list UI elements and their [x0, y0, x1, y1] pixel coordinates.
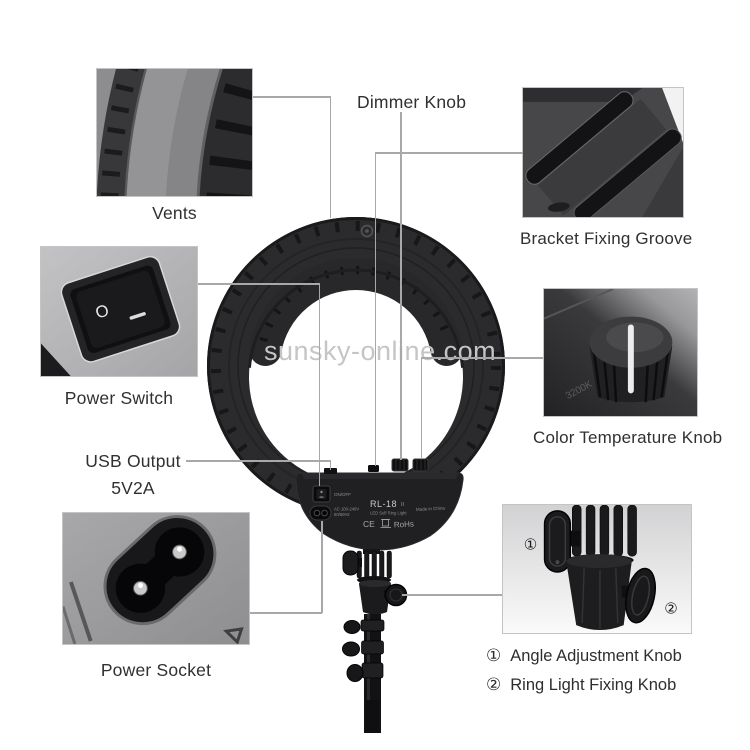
mount-bracket-photo: ① ②	[502, 504, 692, 634]
power-rocker-switch	[312, 485, 331, 503]
ring-badge	[360, 224, 374, 238]
marker-two: ②	[664, 601, 677, 617]
angle-adjustment-knob-photo	[543, 510, 572, 573]
pole-clamp-knob	[343, 620, 361, 634]
switch-i-mark	[129, 312, 146, 320]
molded-arrow-mark	[223, 627, 244, 644]
bracket-fixing-groove-photo	[522, 87, 684, 218]
marker-one: ①	[524, 537, 537, 553]
tripod-stand	[342, 549, 408, 733]
angle-adjustment-knob	[342, 550, 359, 576]
groove-rail	[573, 128, 682, 217]
vents-photo-art	[97, 69, 252, 196]
temp-knob-art: 3200K	[544, 289, 697, 416]
color-temperature-knob-label: Color Temperature Knob	[533, 428, 723, 447]
outer-vent-slots	[211, 221, 501, 511]
annotation-marker: ①	[486, 646, 502, 665]
model-label: RL-18	[370, 499, 397, 509]
control-panel: ON/OFF AC 100-240V 50/60Hz RL-18 II LED …	[295, 458, 464, 551]
groove-floor	[537, 98, 667, 216]
bracket-groove-art	[523, 88, 683, 217]
inner-wall	[249, 258, 463, 366]
rohs-mark: RoHs	[394, 519, 414, 529]
dimmer-knob-label: Dimmer Knob	[357, 92, 467, 112]
annotation-angle-adjustment: ① Angle Adjustment Knob	[486, 646, 682, 666]
annotation-marker: ②	[486, 675, 502, 694]
color-temperature-knob-photo: 3200K	[543, 288, 698, 417]
power-socket-photo	[62, 512, 250, 645]
usb-output-line1: USB Output	[85, 451, 181, 471]
ac-socket	[309, 505, 332, 521]
power-switch-photo: O	[40, 246, 198, 377]
onoff-label: ON/OFF	[334, 492, 351, 497]
mount-cone	[359, 580, 391, 615]
socket-pin	[133, 580, 148, 596]
callout-line-temp-v	[420, 357, 422, 459]
mount-bracket-art: ① ②	[503, 505, 691, 633]
rocker-switch: O	[60, 255, 181, 363]
ring-light	[207, 217, 505, 515]
switch-o-mark: O	[93, 301, 111, 323]
angle-bracket-fins	[356, 550, 392, 579]
model-subtitle: LED Self Ring Light	[370, 511, 407, 516]
color-temp-knob	[412, 458, 429, 472]
annotation-ring-fixing: ② Ring Light Fixing Knob	[486, 675, 676, 695]
vents-photo	[96, 68, 253, 197]
weee-bin-icon	[380, 519, 391, 528]
callout-line-vents-h	[253, 96, 331, 98]
power-socket-label: Power Socket	[100, 660, 212, 680]
ring-light-fixing-knob-photo	[625, 567, 657, 624]
callout-line-temp-h	[421, 357, 543, 359]
knob-indicator-stripe	[627, 324, 634, 394]
usb-port	[324, 468, 337, 474]
ac-rating-line2: 50/60Hz	[334, 512, 350, 517]
socket-pin	[172, 544, 187, 560]
callout-line-bracket-v	[374, 152, 376, 466]
callout-line-bracket-h	[375, 152, 523, 154]
ac-rating-line1: AC 100-240V	[334, 507, 359, 512]
vents-label: Vents	[152, 203, 197, 223]
callout-line-power-switch-v	[318, 283, 320, 486]
figure8-socket	[103, 515, 217, 626]
model-suffix: II	[401, 502, 405, 508]
callout-line-usb-v	[329, 460, 331, 470]
callout-line-usb-h	[186, 460, 331, 462]
bracket-groove-port	[368, 465, 379, 472]
callout-line-power-switch-h	[198, 283, 320, 285]
callout-line-socket-v	[321, 521, 323, 613]
temp-knob-art-knob	[589, 316, 673, 403]
callout-line-vents-v	[329, 96, 331, 218]
groove-rail	[525, 91, 634, 185]
watermark: sunsky-online.com	[264, 336, 497, 366]
dimmer-knob	[391, 458, 409, 472]
bracket-fixing-groove-label: Bracket Fixing Groove	[520, 229, 693, 248]
power-switch-art: O	[41, 247, 197, 376]
usb-output-line2: 5V2A	[111, 478, 155, 498]
power-socket-art	[63, 513, 249, 644]
annotation-text: Angle Adjustment Knob	[510, 647, 682, 665]
pole-clamp-knob	[342, 641, 360, 657]
ce-mark: CE	[363, 519, 375, 529]
usb-output-label: USB Output 5V2A	[53, 448, 213, 502]
callout-line-mount	[402, 594, 502, 596]
callout-line-socket-h	[250, 612, 322, 614]
annotation-text: Ring Light Fixing Knob	[510, 676, 677, 694]
made-in-label: Made in China	[416, 505, 446, 512]
power-switch-label: Power Switch	[64, 388, 174, 408]
callout-line-dimmer	[400, 112, 402, 460]
ring-light-fixing-knob	[384, 583, 408, 607]
pole-clamp-knob	[346, 664, 364, 682]
